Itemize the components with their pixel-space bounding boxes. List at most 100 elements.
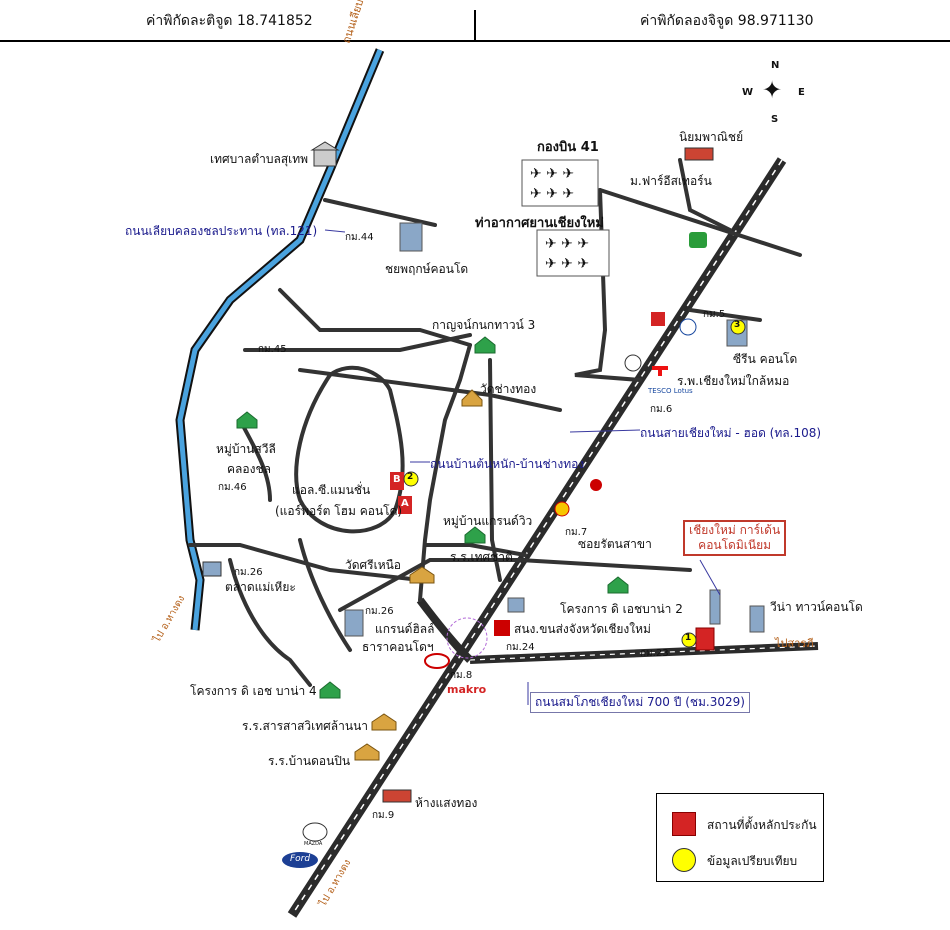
label-hospital: ร.พ.เชียงใหม่ใกล้หมอ: [677, 374, 790, 388]
temple-school-icons: [354, 389, 483, 761]
label-road-danhnak: ถนนบ้านต้นหนัก-บ้านช่างทอง: [430, 457, 585, 471]
label-kongbin: กองบิน 41: [537, 140, 599, 155]
label-tessaban: เทศบาลตำบลสุเทพ: [210, 152, 309, 166]
label-khlongchon: คลองชล: [227, 462, 271, 476]
shell-icon: [554, 501, 570, 517]
label-tesco: TESCO Lotus: [648, 387, 693, 395]
niyom-shop-icon: [684, 147, 714, 161]
thongsaeng-shop-icon: [382, 789, 412, 803]
compass-star-icon: ✦: [762, 76, 783, 104]
svg-text:✈ ✈ ✈: ✈ ✈ ✈: [530, 166, 574, 182]
label-ford: Ford: [290, 854, 311, 864]
label-km7: กม.7: [565, 527, 588, 538]
junction-circle: [446, 617, 488, 659]
town-hall-icon: [310, 141, 340, 167]
label-km26b: กม.26: [365, 606, 394, 617]
compass-n: N: [771, 60, 780, 71]
label-road-108: ถนนสายเชียงใหม่ - ฮอด (ทล.108): [640, 426, 822, 440]
site-marker: [695, 627, 715, 651]
legend-compare-swatch: [672, 848, 696, 872]
label-thongsaeng: ห้างแสงทอง: [415, 796, 478, 810]
airplane-icons: ✈ ✈ ✈ ✈ ✈ ✈ ✈ ✈ ✈ ✈ ✈ ✈: [530, 166, 589, 272]
label-grandhill-2: ธาราคอนโดฯ: [362, 640, 434, 654]
label-road-canal: ถนนเลียบคลองชลประทาน (ทล.121): [125, 224, 318, 238]
red-cross-icon: [652, 366, 668, 376]
marker-2-label: 2: [407, 472, 414, 482]
compass-w: W: [742, 87, 754, 98]
legend-compare-label: ข้อมูลเปรียบเทียบ: [707, 854, 798, 868]
label-veena: วีน่า ทาวน์คอนโด: [770, 600, 863, 614]
label-proj4: โครงการ ดิ เอช บาน่า 4: [190, 684, 317, 698]
label-school: ร.ร.เทศชาติ: [450, 550, 513, 564]
honda-icon: [590, 479, 602, 491]
nissan-icon: [624, 354, 642, 372]
toyota-icon: [424, 653, 450, 669]
label-lcmansion: แอล.ซี.แมนชั่น: [292, 483, 371, 497]
label-km24: กม.24: [506, 642, 535, 653]
compare-marker-3: [730, 319, 746, 335]
marker-1-label: 1: [685, 633, 692, 643]
highway-108: [287, 157, 787, 918]
label-garden-line1: เชียงใหม่ การ์เด้น: [689, 523, 781, 537]
label-garden-line2: คอนโดมิเนียม: [698, 538, 772, 552]
label-sirene: ซีรีน คอนโด: [733, 352, 798, 366]
label-talat: ตลาดแม่เหียะ: [225, 580, 296, 594]
marker-a-box: [398, 496, 412, 514]
compass-rose: N S E W ✦: [742, 60, 808, 126]
label-to-sarapee: ไปสารภี: [775, 637, 814, 650]
marker-b-label: B: [393, 474, 401, 485]
compass-s: S: [771, 114, 779, 125]
compare-marker-1: [681, 632, 697, 648]
label-chaiyaphruek: ชยพฤกษ์คอนโด: [385, 262, 469, 276]
marker-a-label: A: [401, 498, 409, 509]
map-legend: สถานที่ตั้งหลักประกัน ข้อมูลเปรียบเทียบ: [656, 793, 824, 882]
label-km6: กม.6: [650, 404, 673, 415]
esso-icon: [679, 318, 697, 336]
label-km26: กม.26: [234, 567, 263, 578]
label-soi-rattana: ซอยรัตนสาขา: [578, 537, 652, 551]
latitude-readout: ค่าพิกัดละติจูด 18.741852: [146, 13, 313, 29]
label-km45: กม.45: [258, 344, 287, 355]
svg-text:✈ ✈ ✈: ✈ ✈ ✈: [545, 236, 589, 252]
local-roads: [188, 158, 802, 687]
hospital-m-icon: [651, 312, 665, 326]
legend-site-swatch: [672, 812, 696, 836]
ford-icon: [282, 852, 318, 868]
market-icon: [202, 561, 222, 577]
marker-3-label: 3: [734, 320, 741, 330]
label-km23: กม.23: [640, 648, 669, 659]
label-wat-changthong: วัดช่างทอง: [480, 382, 537, 396]
green-logo-icon: [689, 232, 707, 248]
annotation-leaders: [324, 229, 721, 705]
label-makro: makro: [447, 683, 487, 696]
label-airport: ท่าอากาศยานเชียงใหม่: [475, 216, 604, 231]
label-km9: กม.9: [372, 810, 395, 821]
label-school2: ร.ร.สารสาสวิเทศล้านนา: [242, 719, 369, 733]
coordinate-header: ค่าพิกัดละติจูด 18.741852 ค่าพิกัดลองจิจ…: [0, 0, 950, 42]
label-airport-home: (แอร์พอร์ต โฮม คอนโด): [275, 504, 403, 518]
label-km44: กม.44: [345, 232, 374, 243]
label-grandhill: แกรนด์ฮิลล์: [375, 622, 435, 636]
airbase-box: [521, 159, 599, 207]
label-niyom: นิยมพาณิชย์: [679, 130, 744, 144]
label-km46: กม.46: [218, 482, 247, 493]
longitude-readout: ค่าพิกัดลองจิจูด 98.971130: [640, 13, 814, 29]
compass-e: E: [798, 87, 805, 98]
label-wat-nong: วัดศรีเหนือ: [345, 558, 402, 572]
label-far-eastern: ม.ฟาร์อีสเทอร์น: [630, 174, 712, 188]
airport-box: [536, 229, 610, 277]
mazda-icon: [302, 822, 328, 842]
house-icons: [236, 336, 629, 699]
label-suanthong: หมู่บ้านสวีลี: [216, 442, 276, 456]
label-kanjanakhon: กาญจน์กนกทาวน์ 3: [432, 318, 536, 332]
svg-text:✈ ✈ ✈: ✈ ✈ ✈: [545, 256, 589, 272]
label-school3: ร.ร.บ้านดอนปิน: [268, 754, 351, 768]
marker-b-box: [390, 472, 404, 490]
label-km8: กม.8: [450, 670, 473, 681]
legend-site-label: สถานที่ตั้งหลักประกัน: [707, 818, 817, 832]
compare-marker-2: [403, 471, 419, 487]
label-road-700: ถนนสมโภชเชียงใหม่ 700 ปี (ชม.3029): [530, 692, 750, 713]
label-garden: เชียงใหม่ การ์เด้น คอนโดมิเนียม: [683, 520, 787, 556]
label-grandview: หมู่บ้านแกรนด์วิว: [443, 514, 533, 528]
